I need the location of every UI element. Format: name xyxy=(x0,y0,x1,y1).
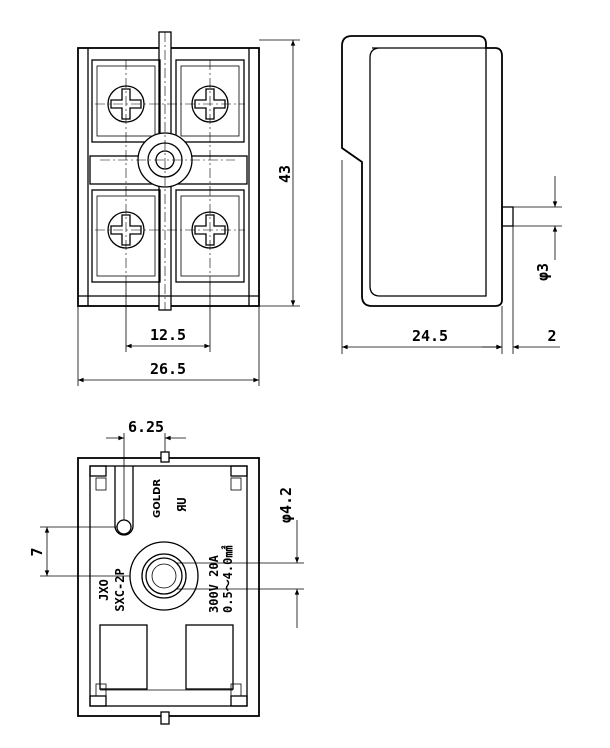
mounting-hole xyxy=(116,519,132,535)
cert-mark-icon: ЯU xyxy=(175,498,189,512)
center-bush xyxy=(129,541,199,611)
front-view: 43 12.5 26.5 xyxy=(77,31,300,386)
dim-depth: 24.5 xyxy=(412,327,448,345)
dim-pin-diameter: φ3 xyxy=(534,263,552,281)
pin xyxy=(501,206,514,227)
bottom-view: GOLDR ЯU JXO SXC-2P 300V 20A 0.5～4.0㎟ 6.… xyxy=(28,418,304,725)
dim-hole-offset: 6.25 xyxy=(128,418,164,436)
model-label: SXC-2P xyxy=(113,568,127,611)
wire-range-label: 0.5～4.0㎟ xyxy=(220,546,235,613)
dim-terminal-pitch: 12.5 xyxy=(150,326,186,344)
dim-hole-vertical: 7 xyxy=(28,547,46,556)
dim-hole-diameter: φ4.2 xyxy=(277,487,295,523)
brand-logo: GOLDR xyxy=(152,479,163,518)
rating-label: 300V 20A xyxy=(207,554,221,613)
maker-label: JXO xyxy=(97,579,111,601)
side-view: φ3 24.5 2 xyxy=(341,35,562,354)
dim-overall-width: 26.5 xyxy=(150,360,186,378)
dim-height: 43 xyxy=(276,165,294,183)
dim-pin-length: 2 xyxy=(547,327,556,345)
